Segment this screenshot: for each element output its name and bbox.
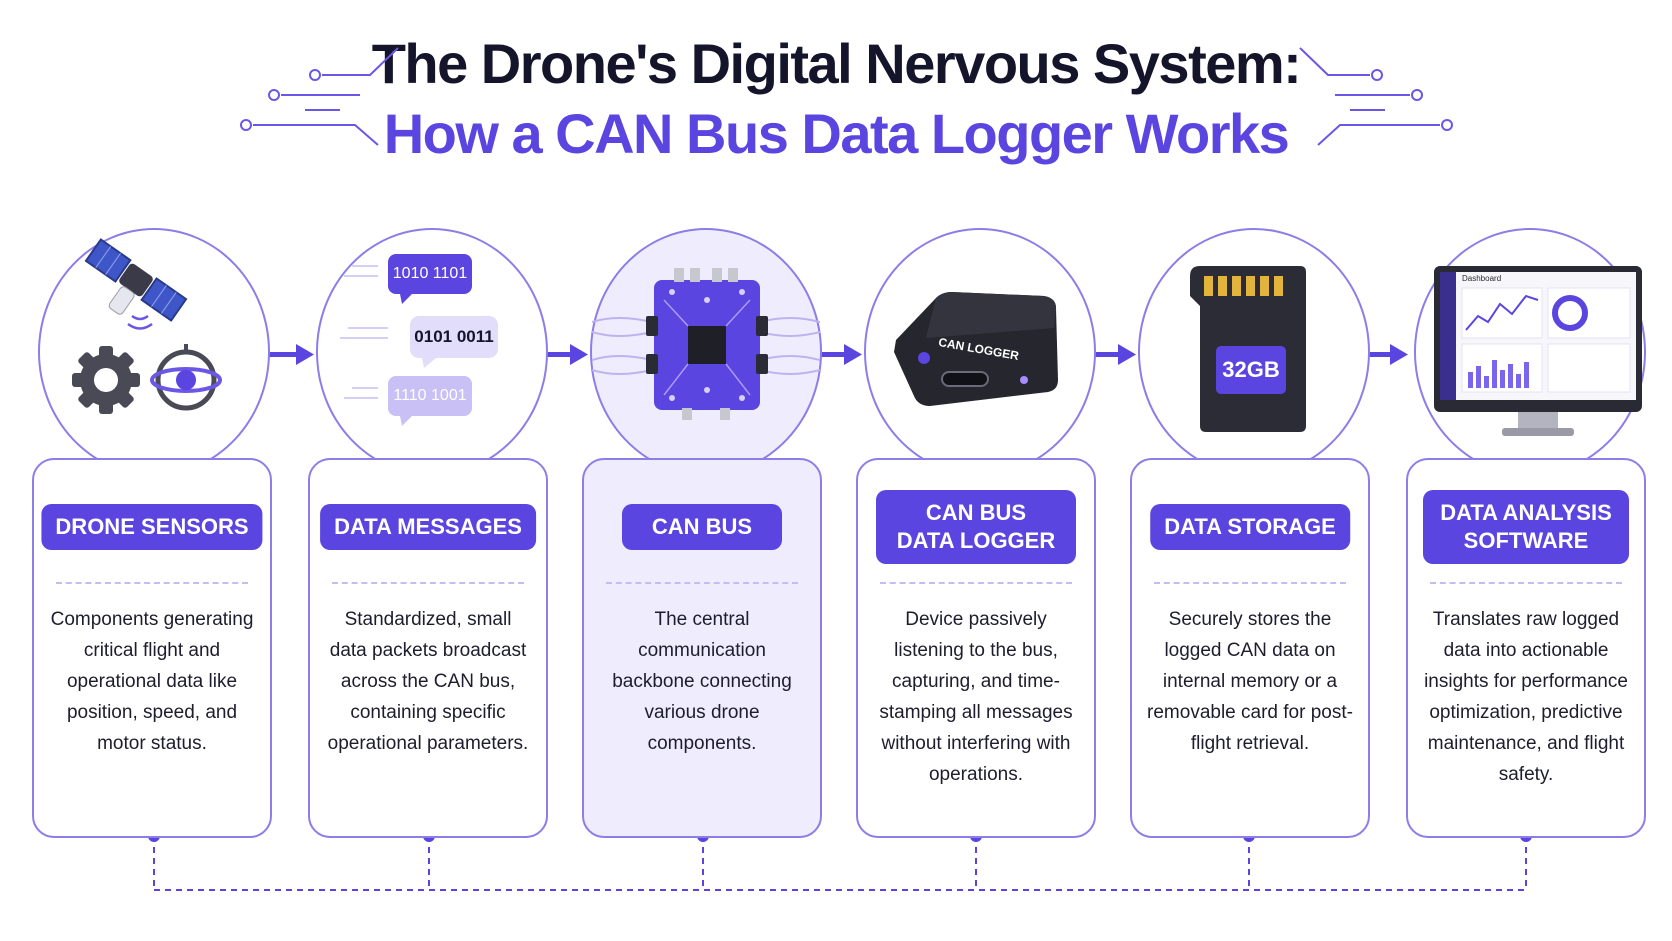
card-data-storage: DATA STORAGE Securely stores the logged …	[1130, 458, 1370, 838]
divider	[332, 582, 524, 584]
stage-title: DRONE SENSORS	[41, 504, 263, 550]
stage-description: The central communication backbone conne…	[612, 609, 792, 754]
arrow-icon	[816, 344, 862, 365]
divider	[880, 582, 1072, 584]
stage-description: Translates raw logged data into actionab…	[1424, 609, 1628, 785]
screen-label: Dashboard	[1462, 274, 1502, 283]
monitor-icon	[1434, 266, 1642, 436]
stage-title-line-1: DATA ANALYSIS	[1440, 500, 1612, 525]
bubble-data-messages: 1010 1101 0101 0011 1110 1001	[316, 228, 548, 476]
stage-title: DATA MESSAGES	[320, 504, 536, 550]
bubble-drone-sensors	[38, 228, 270, 476]
logger-device-icon	[894, 292, 1058, 406]
bubble-data-analysis: Dashboard	[1414, 228, 1646, 476]
bubble-data-storage: 32GB	[1138, 228, 1370, 476]
message-bubble	[388, 376, 472, 426]
divider	[606, 582, 798, 584]
stage-title-line-1: CAN BUS	[925, 500, 1027, 525]
message-text: 1010 1101	[392, 265, 468, 282]
card-data-analysis: DATA ANALYSIS SOFTWARE Translates raw lo…	[1406, 458, 1646, 838]
stage-title: DATA ANALYSIS SOFTWARE	[1423, 490, 1629, 564]
card-data-messages: DATA MESSAGES Standardized, small data p…	[308, 458, 548, 838]
satellite-icon	[84, 238, 188, 322]
title-line-2: How a CAN Bus Data Logger Works	[383, 102, 1290, 165]
sd-card-icon	[1190, 266, 1306, 432]
stage-description: Components generating critical flight an…	[50, 609, 254, 754]
stage-title: DATA STORAGE	[1150, 504, 1350, 550]
stage-description: Device passively listening to the bus, c…	[879, 609, 1073, 785]
divider	[1154, 582, 1346, 584]
gear-icon	[72, 346, 140, 414]
bubble-can-bus	[590, 228, 822, 476]
message-bubble	[410, 316, 498, 368]
divider	[1430, 582, 1622, 584]
card-capacity-label: 32GB	[1222, 357, 1280, 382]
title-line-1: The Drone's Digital Nervous System:	[371, 32, 1302, 95]
arrow-icon	[1362, 344, 1408, 365]
message-text: 0101 0011	[414, 327, 494, 346]
bubble-can-logger: CAN LOGGER	[864, 228, 1096, 476]
card-can-logger: CAN BUS DATA LOGGER Device passively lis…	[856, 458, 1096, 838]
arrow-icon	[1090, 344, 1136, 365]
circuit-board-icon	[591, 268, 821, 420]
stage-description: Securely stores the logged CAN data on i…	[1147, 609, 1353, 754]
card-drone-sensors: DRONE SENSORS Components generating crit…	[32, 458, 272, 838]
page-title: The Drone's Digital Nervous System: How …	[0, 30, 1672, 170]
stage-title: CAN BUS	[622, 504, 782, 550]
stage-title-line-2: DATA LOGGER	[896, 528, 1056, 553]
divider	[56, 582, 248, 584]
arrow-icon	[268, 344, 314, 365]
gyroscope-icon	[150, 344, 222, 411]
arrow-icon	[542, 344, 588, 365]
message-text: 1110 1001	[393, 387, 467, 404]
stage-title: CAN BUS DATA LOGGER	[876, 490, 1076, 564]
stage-title-line-2: SOFTWARE	[1463, 528, 1589, 553]
message-bubble	[388, 254, 472, 304]
stage-description: Standardized, small data packets broadca…	[327, 609, 529, 754]
card-can-bus: CAN BUS The central communication backbo…	[582, 458, 822, 838]
